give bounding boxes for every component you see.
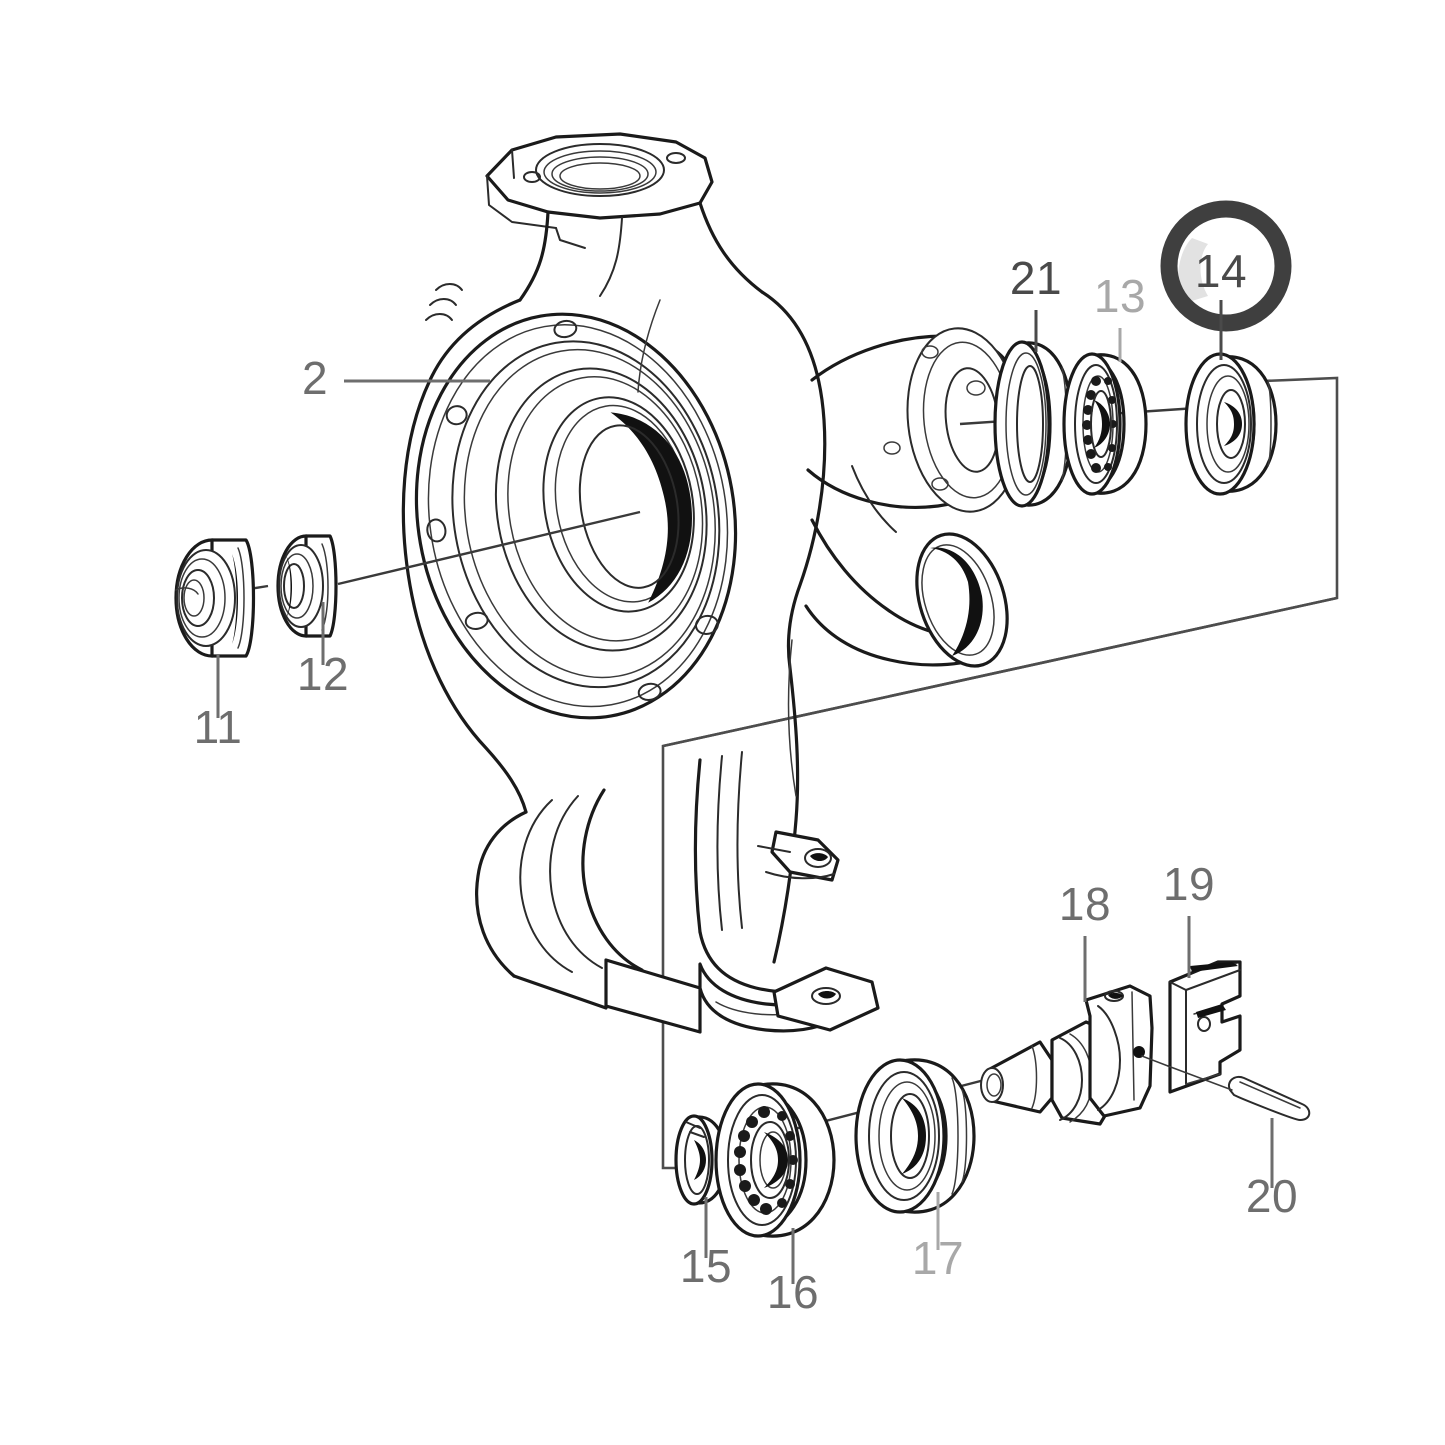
part-16-ball-bearing bbox=[714, 1082, 836, 1238]
leader-lines bbox=[216, 300, 1274, 1284]
callout-19: 19 bbox=[1163, 858, 1215, 910]
part-11-oil-seal bbox=[174, 538, 256, 658]
part-21-spacer-ring bbox=[993, 340, 1074, 508]
callout-14: 14 bbox=[1195, 245, 1247, 297]
callout-20: 20 bbox=[1246, 1170, 1298, 1222]
callout-15: 15 bbox=[680, 1240, 732, 1292]
part-12-seal-ring bbox=[276, 534, 338, 638]
callout-11: 11 bbox=[194, 701, 243, 753]
callout-16: 16 bbox=[767, 1266, 819, 1318]
part-2-housing bbox=[401, 132, 1022, 1034]
callout-18: 18 bbox=[1059, 878, 1111, 930]
callout-21: 21 bbox=[1010, 252, 1062, 304]
part-19-bracket bbox=[1168, 960, 1242, 1094]
highlight-circle-14 bbox=[1160, 200, 1292, 332]
frame-outline bbox=[661, 376, 1339, 1170]
part-18-impeller-shaft bbox=[980, 984, 1169, 1126]
callout-2: 2 bbox=[302, 352, 328, 404]
part-17-sleeve bbox=[854, 1058, 976, 1214]
callout-12: 12 bbox=[297, 648, 349, 700]
callout-17: 17 bbox=[912, 1232, 964, 1284]
part-14-shaft-seal bbox=[1184, 352, 1278, 496]
part-20-key bbox=[1167, 1065, 1311, 1121]
callout-13: 13 bbox=[1094, 270, 1146, 322]
part-13-ball-bearing bbox=[1062, 352, 1148, 496]
callout-labels: 2 11 12 21 13 14 15 16 17 18 19 20 bbox=[194, 245, 1298, 1318]
